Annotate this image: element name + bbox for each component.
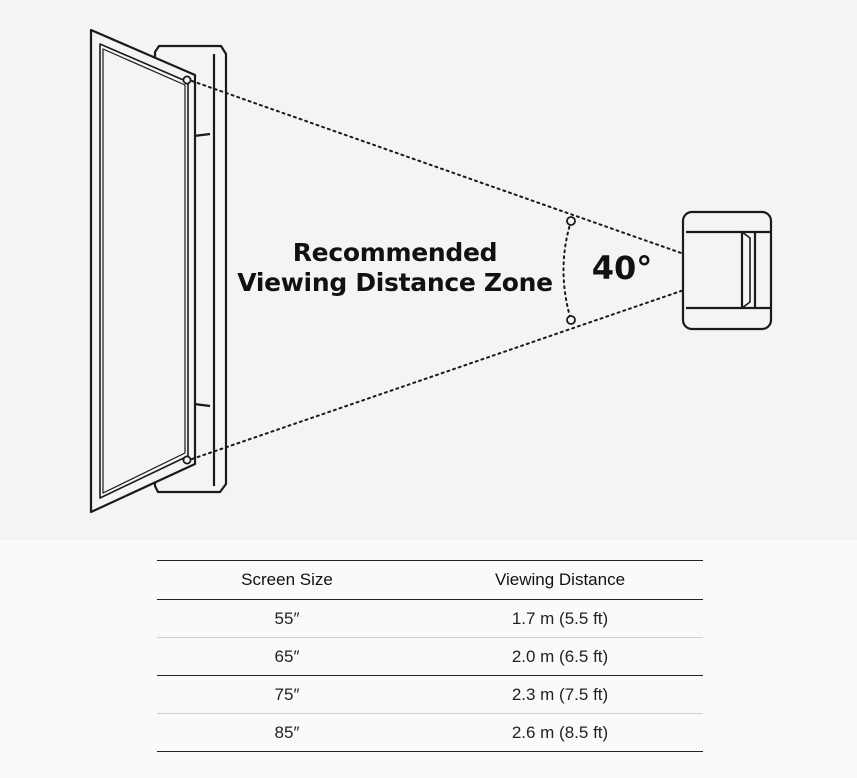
tv-corner-bottom	[182, 455, 192, 465]
tv-front-panel	[89, 28, 197, 514]
viewing-distance-diagram: Recommended Viewing Distance Zone 40°	[89, 28, 773, 514]
zone-label-line2: Viewing Distance Zone	[237, 268, 553, 297]
viewing-line-top	[191, 80, 685, 255]
angle-point-top	[566, 216, 576, 226]
cell-viewing-distance: 1.7 m (5.5 ft)	[511, 608, 609, 628]
recommended-zone-label: Recommended Viewing Distance Zone	[236, 238, 554, 298]
angle-point-bottom	[566, 315, 576, 325]
tv-mount-mark-bottom	[193, 402, 211, 408]
header-screen-size: Screen Size	[241, 570, 333, 589]
table-row: 85″ 2.6 m (8.5 ft)	[157, 714, 703, 752]
viewing-distance-table: Screen Size Viewing Distance 55″ 1.7 m (…	[157, 560, 703, 752]
armchair-seat	[686, 230, 744, 310]
diagram-canvas	[89, 28, 773, 514]
armchair-outline	[681, 210, 773, 331]
zone-label-line1: Recommended	[292, 238, 498, 267]
cell-screen-size: 85″	[274, 722, 300, 742]
armchair-icon	[681, 210, 773, 331]
tv-mount-mark-top	[193, 132, 211, 138]
angle-label: 40°	[591, 249, 653, 287]
table-header-row: Screen Size Viewing Distance	[157, 560, 703, 600]
tv-icon	[89, 28, 228, 514]
tv-corner-top	[182, 75, 192, 85]
viewing-distance-table-section: Screen Size Viewing Distance 55″ 1.7 m (…	[0, 540, 857, 778]
viewing-angle-lines	[191, 80, 685, 460]
header-viewing-distance: Viewing Distance	[494, 570, 626, 589]
table-row: 65″ 2.0 m (6.5 ft)	[157, 638, 703, 676]
cell-viewing-distance: 2.0 m (6.5 ft)	[511, 646, 609, 666]
tv-screen-bezel	[102, 48, 186, 494]
cell-viewing-distance: 2.6 m (8.5 ft)	[511, 722, 609, 742]
cell-screen-size: 75″	[274, 684, 300, 704]
cell-viewing-distance: 2.3 m (7.5 ft)	[511, 684, 609, 704]
cell-screen-size: 55″	[274, 608, 300, 628]
table-row: 55″ 1.7 m (5.5 ft)	[157, 600, 703, 638]
armchair-cushion	[741, 231, 751, 309]
viewing-line-bottom	[191, 289, 685, 460]
table-row: 75″ 2.3 m (7.5 ft)	[157, 676, 703, 714]
cell-screen-size: 65″	[274, 646, 300, 666]
angle-arc	[562, 220, 572, 321]
